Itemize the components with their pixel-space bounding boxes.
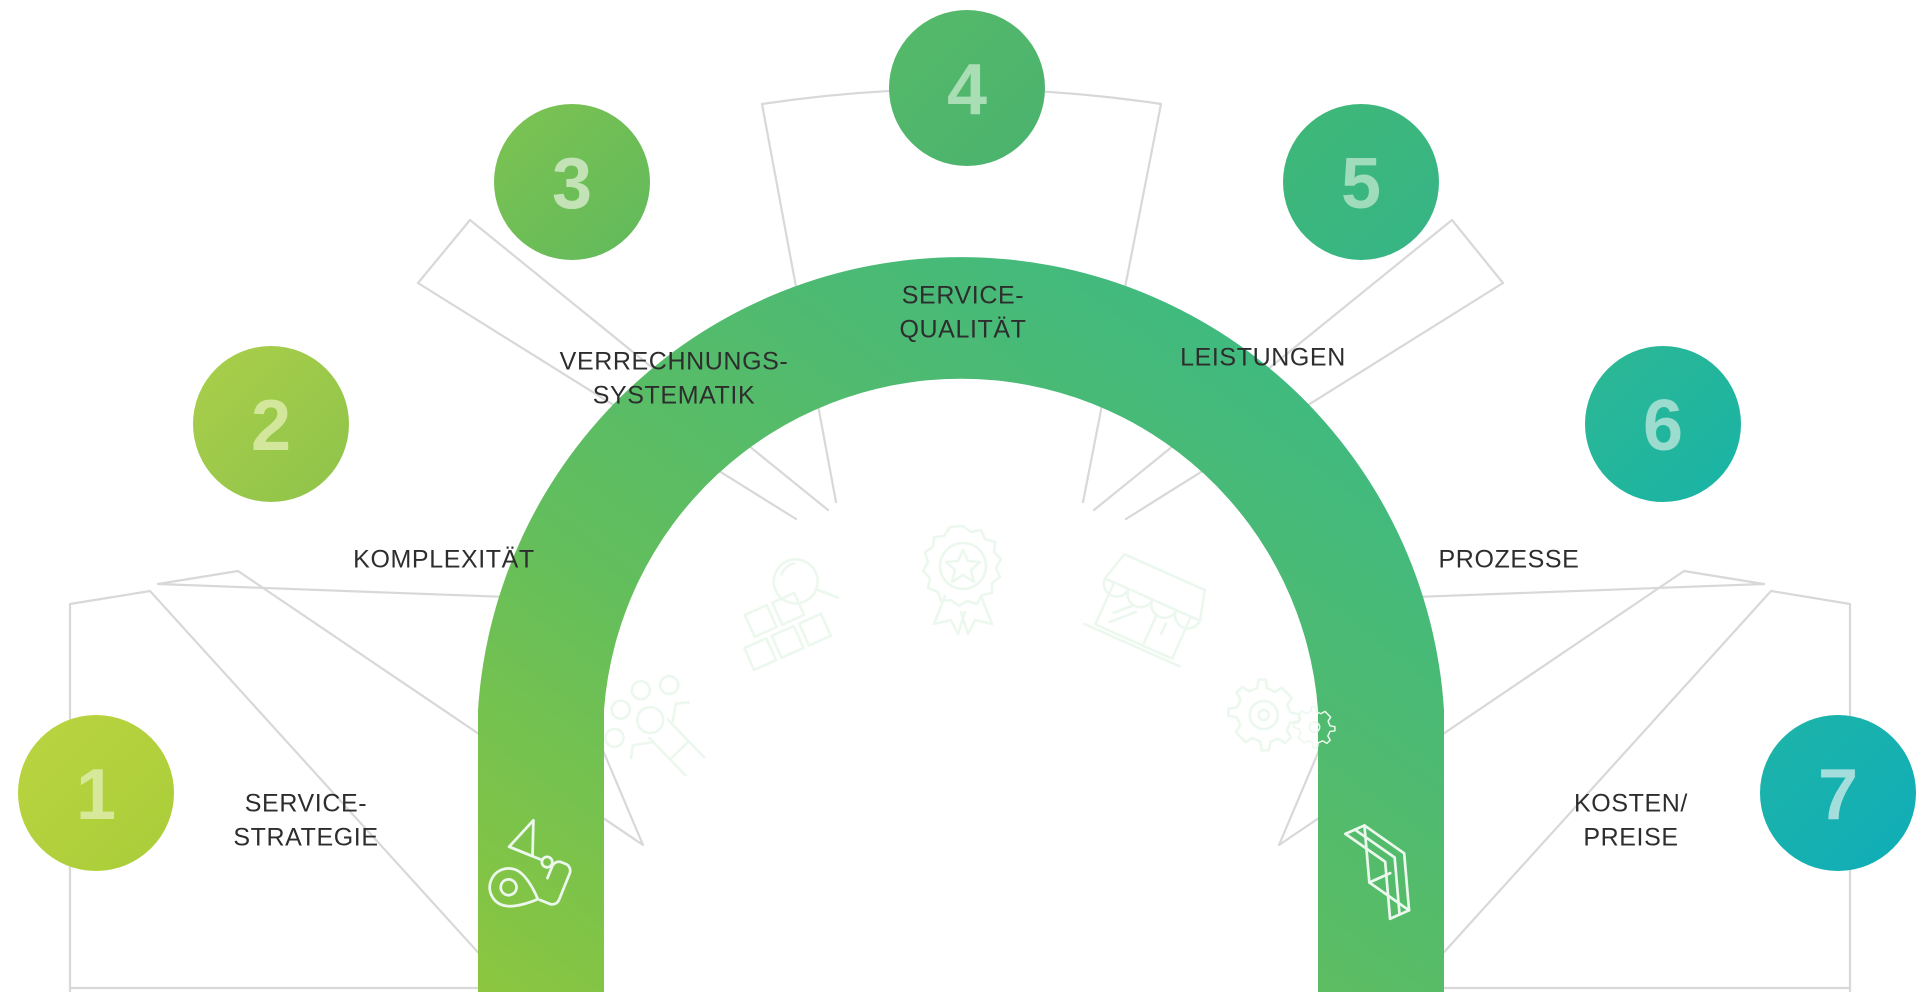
quality-rosette-star-icon xyxy=(921,524,1003,636)
badge-7[interactable]: 7 xyxy=(1760,715,1916,871)
segment-label-5-line1: LEISTUNGEN xyxy=(1180,344,1346,372)
badge-number-6: 6 xyxy=(1643,386,1683,466)
badge-3[interactable]: 3 xyxy=(494,104,650,260)
segment-label-4-line2: QUALITÄT xyxy=(899,316,1026,344)
segment-label-6-line1: PROZESSE xyxy=(1439,546,1580,574)
badge-number-1: 1 xyxy=(76,755,116,835)
segment-label-1-line1: SERVICE- xyxy=(245,790,367,818)
number-badges: 1 2 3 4 5 6 7 xyxy=(18,10,1916,871)
badge-number-5: 5 xyxy=(1341,144,1381,224)
arch-band xyxy=(478,257,1444,992)
map-pin-route-flag-icon xyxy=(488,818,572,908)
badge-circle-7[interactable] xyxy=(1760,715,1916,871)
cash-stack-icon xyxy=(1344,824,1411,921)
sector-outline-3b xyxy=(416,281,798,521)
segment-label-3-line1: VERRECHNUNGS- xyxy=(560,348,789,376)
sector-outline-6b xyxy=(1386,582,1766,600)
segment-label-1-line2: STRATEGIE xyxy=(233,824,378,852)
badge-2[interactable]: 2 xyxy=(193,346,349,502)
badge-circle-5[interactable] xyxy=(1283,104,1439,260)
sector-outline-2b xyxy=(156,582,536,600)
segment-label-7-line1: KOSTEN/ xyxy=(1574,790,1688,818)
badge-4[interactable]: 4 xyxy=(889,10,1045,166)
badge-number-3: 3 xyxy=(552,144,592,224)
badge-number-2: 2 xyxy=(251,386,291,466)
juggler-person-icon xyxy=(604,674,706,777)
badge-circle-1[interactable] xyxy=(18,715,174,871)
storefront-icon xyxy=(1083,552,1207,668)
badge-5[interactable]: 5 xyxy=(1283,104,1439,260)
central-arch xyxy=(478,257,1444,992)
segment-label-3-line2: SYSTEMATIK xyxy=(593,382,756,410)
sector-outline-5b xyxy=(1124,281,1505,521)
badge-circle-6[interactable] xyxy=(1585,346,1741,502)
magnifier-blocks-icon xyxy=(743,558,840,672)
badge-number-7: 7 xyxy=(1818,755,1858,835)
gears-icon xyxy=(1227,678,1336,752)
badge-circle-2[interactable] xyxy=(193,346,349,502)
badge-6[interactable]: 6 xyxy=(1585,346,1741,502)
segment-labels: SERVICE- STRATEGIE KOMPLEXITÄT VERRECHNU… xyxy=(233,282,1688,852)
segment-label-2-line1: KOMPLEXITÄT xyxy=(353,546,535,574)
badge-circle-4[interactable] xyxy=(889,10,1045,166)
badge-circle-3[interactable] xyxy=(494,104,650,260)
arch-icons xyxy=(488,524,1411,921)
segment-label-7-line2: PREISE xyxy=(1583,824,1678,852)
sector-outlines xyxy=(68,87,1852,992)
badge-number-4: 4 xyxy=(947,50,987,130)
badge-1[interactable]: 1 xyxy=(18,715,174,871)
segment-label-4-line1: SERVICE- xyxy=(902,282,1024,310)
